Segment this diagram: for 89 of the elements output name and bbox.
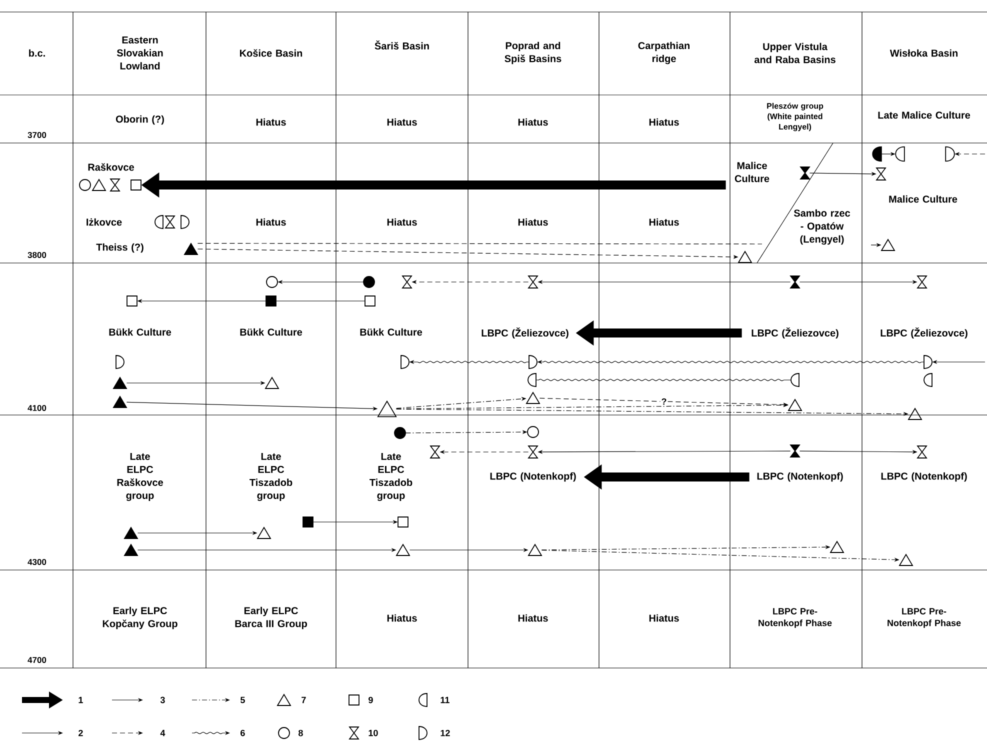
column-heading: Carpathian ridge [638, 42, 690, 64]
culture-name: Raškovce [88, 163, 134, 171]
legend-number: 8 [298, 730, 303, 736]
culture-name: Hiatus [387, 218, 417, 226]
legend-number: 6 [240, 730, 245, 736]
culture-name: Bükk Culture [240, 328, 302, 336]
circle-symbol [79, 179, 91, 191]
legend-number: 2 [78, 730, 83, 736]
circle-symbol [394, 427, 406, 439]
hourglass-symbol [528, 276, 538, 288]
legend-number: 5 [240, 696, 245, 704]
column-heading: Wisłoka Basin [890, 49, 958, 57]
year-label: 3800 [28, 252, 46, 258]
hourglass-symbol [916, 446, 928, 458]
culture-name: Hiatus [649, 218, 679, 226]
culture-name: Hiatus [518, 218, 548, 226]
hourglass-symbol [800, 166, 810, 180]
hourglass-symbol [402, 276, 412, 288]
year-label: 4100 [28, 405, 46, 411]
hourglass-symbol [790, 276, 800, 288]
legend-number: 10 [368, 730, 378, 736]
culture-name: Early ELPC Barca III Group [235, 606, 307, 630]
square-symbol [398, 516, 408, 528]
square-symbol [302, 516, 314, 528]
column-heading: Košice Basin [240, 49, 302, 57]
circle-symbol [527, 426, 539, 438]
culture-name: Oborin (?) [116, 115, 164, 125]
legend-number: 7 [302, 696, 306, 704]
square-symbol [364, 296, 376, 306]
legend-number: 12 [440, 730, 450, 736]
culture-name: LBPC (Notenkopf) [881, 472, 967, 482]
hourglass-symbol [876, 168, 886, 180]
culture-name: Hiatus [518, 614, 548, 622]
culture-name: Late ELPC Tiszadob group [370, 453, 412, 501]
culture-name: Malice Culture [734, 162, 770, 182]
culture-name: LBPC (Želiezovce) [482, 327, 568, 339]
square-symbol [266, 296, 276, 306]
triangle-symbol [377, 400, 397, 418]
column-heading: Eastern Slovakian Lowland [116, 36, 163, 70]
hourglass-symbol [430, 446, 440, 458]
connector-line [276, 300, 366, 302]
culture-name: Hiatus [256, 118, 286, 126]
year-label: 3700 [28, 132, 46, 138]
culture-name: LBPC (Želiezovce) [880, 327, 968, 339]
circle-symbol [363, 276, 375, 288]
hourglass-symbol [916, 276, 928, 288]
culture-name: Hiatus [649, 118, 679, 126]
hourglass-symbol [528, 446, 538, 458]
hourglass-symbol [110, 178, 120, 192]
culture-name: Hiatus [518, 118, 548, 126]
legend-number: 3 [160, 696, 165, 704]
column-heading: b.c. [29, 49, 45, 57]
column-heading: Upper Vistula and Raba Basins [754, 42, 836, 64]
culture-name: Late ELPC Tiszadob group [250, 453, 292, 501]
hourglass-symbol [790, 444, 800, 458]
column-heading: Poprad and Spiš Basins [504, 42, 562, 64]
hourglass-symbol [164, 216, 176, 228]
circle-symbol [266, 276, 278, 288]
culture-name: Bükk Culture [109, 328, 172, 336]
legend-number: 4 [160, 730, 166, 736]
connector-line [197, 243, 762, 244]
connector-line [536, 378, 792, 382]
column-heading: Šariš Basin [374, 40, 429, 50]
culture-name: Theiss (?) [96, 243, 144, 253]
culture-name: Iżkovce [86, 218, 122, 226]
culture-name: Bükk Culture [360, 328, 422, 336]
culture-name: LBPC (Notenkopf) [490, 472, 576, 482]
culture-name: Early ELPC Kopčany Group [102, 606, 178, 630]
culture-name: Sambo rzec - Opatów (Lengyel) [794, 209, 850, 245]
culture-name: Hiatus [387, 118, 417, 126]
legend-number: 11 [440, 696, 450, 704]
culture-name: LBPC (Želiezovce) [752, 327, 838, 339]
edge-label: ? [660, 397, 668, 406]
culture-name: Late Malice Culture [878, 111, 970, 119]
culture-name: Pleszów group (White painted Lengyel) [767, 102, 824, 132]
legend-number: 9 [368, 696, 373, 704]
culture-name: Malice Culture [889, 195, 958, 203]
culture-name: LBPC Pre-Notenkopf Phase [758, 608, 832, 628]
culture-name: Late ELPC Raškovce group [117, 453, 163, 501]
square-symbol [130, 180, 142, 190]
culture-name: Hiatus [256, 218, 286, 226]
culture-name: LBPC Pre-Notenkopf Phase [888, 608, 961, 628]
year-label: 4300 [28, 559, 46, 566]
culture-name: LBPC (Notenkopf) [757, 472, 843, 482]
culture-name: Hiatus [387, 614, 417, 622]
culture-name: Hiatus [649, 614, 679, 622]
square-symbol [126, 296, 138, 306]
legend-number: 1 [78, 696, 83, 704]
year-label: 4700 [28, 657, 46, 664]
